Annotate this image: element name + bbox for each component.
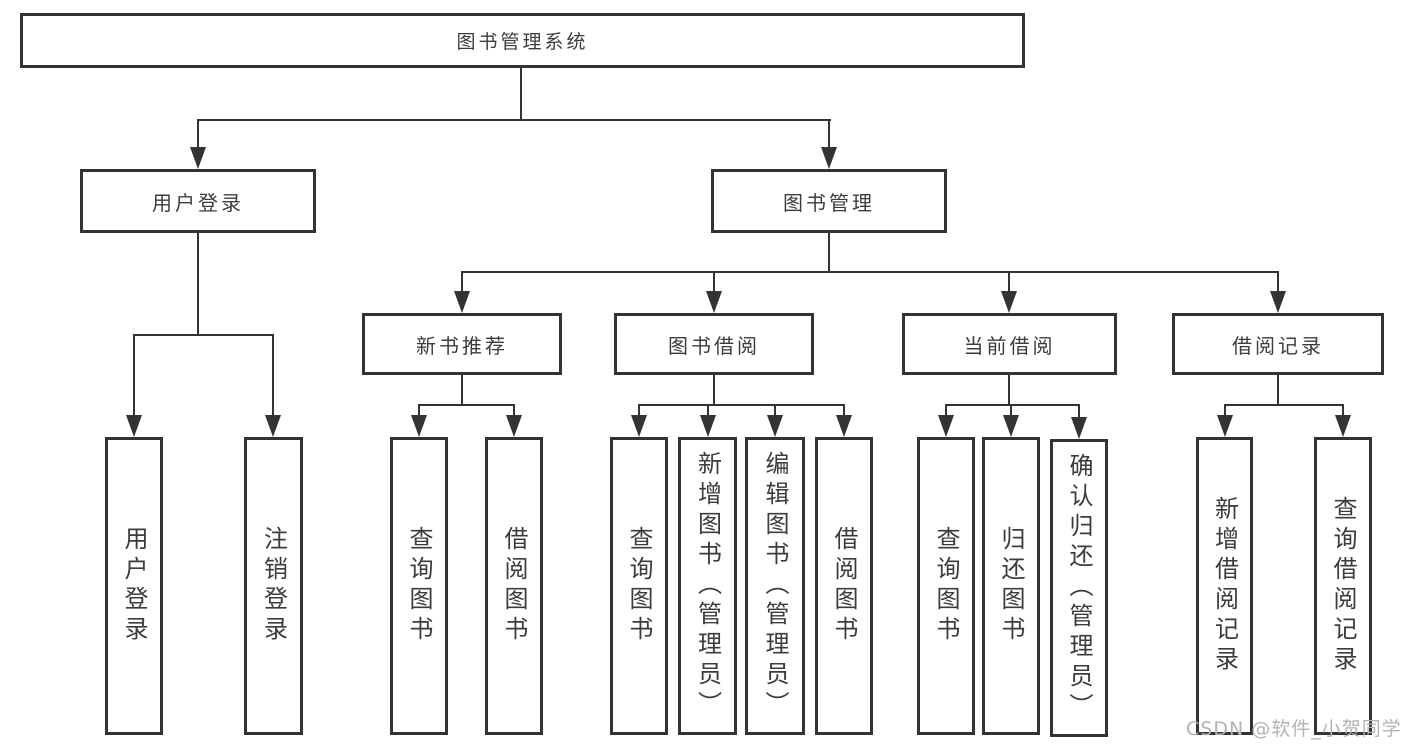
- leaf-logout: 注销登录: [244, 437, 303, 735]
- node-library-management-system: 图书管理系统: [20, 13, 1025, 68]
- connector-book-borrow-bus: [638, 404, 845, 406]
- leaf-borrow-books-2: 借阅图书: [815, 437, 873, 735]
- leaf-label: 新增图书（管理员）: [693, 451, 722, 721]
- connector-drop-leaf: [774, 404, 776, 417]
- node-label: 借阅记录: [1232, 333, 1324, 358]
- arrow-down-icon: [190, 147, 206, 169]
- arrow-down-icon: [938, 415, 954, 437]
- leaf-label: 查询图书: [625, 526, 653, 646]
- connector-drop-level3: [713, 271, 715, 293]
- leaf-label: 新增借阅记录: [1210, 496, 1239, 676]
- arrow-down-icon: [265, 415, 281, 437]
- leaf-label: 归还图书: [997, 526, 1025, 646]
- leaf-add-books-admin: 新增图书（管理员）: [678, 437, 737, 735]
- node-label: 用户登录: [152, 190, 244, 215]
- arrow-down-icon: [700, 415, 716, 437]
- arrow-down-icon: [1335, 415, 1351, 437]
- leaf-label: 确认归还（管理员）: [1065, 453, 1093, 723]
- connector-current-borrow-bus: [945, 404, 1080, 406]
- leaf-confirm-return-admin: 确认归还（管理员）: [1050, 439, 1108, 737]
- connector-current-borrow-stem: [1008, 375, 1010, 406]
- node-book-management: 图书管理: [711, 169, 947, 233]
- node-label: 图书管理系统: [456, 31, 589, 53]
- leaf-query-books-1: 查询图书: [390, 437, 448, 735]
- connector-drop-level3: [1008, 271, 1010, 293]
- arrow-down-icon: [767, 415, 783, 437]
- leaf-label: 借阅图书: [500, 526, 528, 646]
- watermark: CSDN @软件_小贺同学: [1186, 718, 1402, 740]
- connector-drop-leaf: [1224, 404, 1226, 417]
- arrow-down-icon: [126, 415, 142, 437]
- connector-borrow-records-bus: [1224, 404, 1344, 406]
- connector-drop-leaf: [707, 404, 709, 417]
- connector-user-login-stem: [197, 233, 199, 336]
- connector-book-management-bus: [461, 271, 1279, 273]
- leaf-query-books-2: 查询图书: [610, 437, 668, 735]
- connector-root-stem: [520, 68, 522, 120]
- connector-new-book-stem: [461, 375, 463, 406]
- connector-drop-leaf: [1342, 404, 1344, 417]
- connector-new-book-bus: [418, 404, 515, 406]
- node-current-borrow: 当前借阅: [902, 313, 1117, 375]
- arrow-down-icon: [1270, 291, 1286, 313]
- leaf-label: 借阅图书: [830, 526, 858, 646]
- leaf-add-borrow-record: 新增借阅记录: [1196, 437, 1253, 735]
- leaf-label: 查询图书: [932, 526, 960, 646]
- connector-drop-leaf: [418, 404, 420, 417]
- connector-borrow-records-stem: [1277, 375, 1279, 406]
- leaf-return-books: 归还图书: [982, 437, 1040, 735]
- leaf-user-login: 用户登录: [105, 437, 163, 735]
- arrow-down-icon: [454, 291, 470, 313]
- connector-book-management-stem: [828, 233, 830, 273]
- arrow-down-icon: [1071, 417, 1087, 439]
- leaf-label: 注销登录: [259, 526, 288, 646]
- node-label: 当前借阅: [963, 333, 1056, 358]
- arrow-down-icon: [821, 147, 837, 169]
- leaf-label: 用户登录: [120, 526, 148, 646]
- connector-drop-leaf: [638, 404, 640, 417]
- connector-drop-leaf: [843, 404, 845, 417]
- leaf-query-books-3: 查询图书: [917, 437, 975, 735]
- connector-drop-level3: [461, 271, 463, 293]
- arrow-down-icon: [631, 415, 647, 437]
- node-user-login: 用户登录: [80, 169, 316, 233]
- leaf-query-borrow-record: 查询借阅记录: [1314, 437, 1372, 735]
- node-book-borrow: 图书借阅: [614, 313, 814, 375]
- node-new-book-recommend: 新书推荐: [362, 313, 562, 375]
- leaf-edit-books-admin: 编辑图书（管理员）: [745, 437, 805, 735]
- connector-drop-leaf: [133, 334, 135, 417]
- arrow-down-icon: [706, 291, 722, 313]
- arrow-down-icon: [1003, 415, 1019, 437]
- connector-drop-leaf: [945, 404, 947, 417]
- arrow-down-icon: [836, 415, 852, 437]
- node-label: 图书借阅: [668, 333, 760, 358]
- arrow-down-icon: [1001, 291, 1017, 313]
- node-label: 图书管理: [783, 190, 875, 215]
- arrow-down-icon: [1217, 415, 1233, 437]
- connector-drop-level3: [1277, 271, 1279, 293]
- connector-root-bus: [197, 119, 831, 121]
- connector-drop-leaf: [1010, 404, 1012, 417]
- connector-drop-leaf: [272, 334, 274, 417]
- connector-drop-user-login: [197, 119, 199, 149]
- leaf-label: 查询借阅记录: [1329, 496, 1357, 676]
- connector-drop-leaf: [513, 404, 515, 417]
- connector-book-borrow-stem: [713, 375, 715, 406]
- arrow-down-icon: [506, 415, 522, 437]
- connector-drop-leaf: [1078, 404, 1080, 417]
- leaf-label: 编辑图书（管理员）: [761, 451, 789, 721]
- node-borrow-records: 借阅记录: [1172, 313, 1384, 375]
- node-label: 新书推荐: [416, 333, 508, 358]
- arrow-down-icon: [411, 415, 427, 437]
- leaf-borrow-books-1: 借阅图书: [485, 437, 543, 735]
- connector-user-login-bus: [133, 334, 274, 336]
- leaf-label: 查询图书: [405, 526, 433, 646]
- connector-drop-book-management: [828, 119, 830, 149]
